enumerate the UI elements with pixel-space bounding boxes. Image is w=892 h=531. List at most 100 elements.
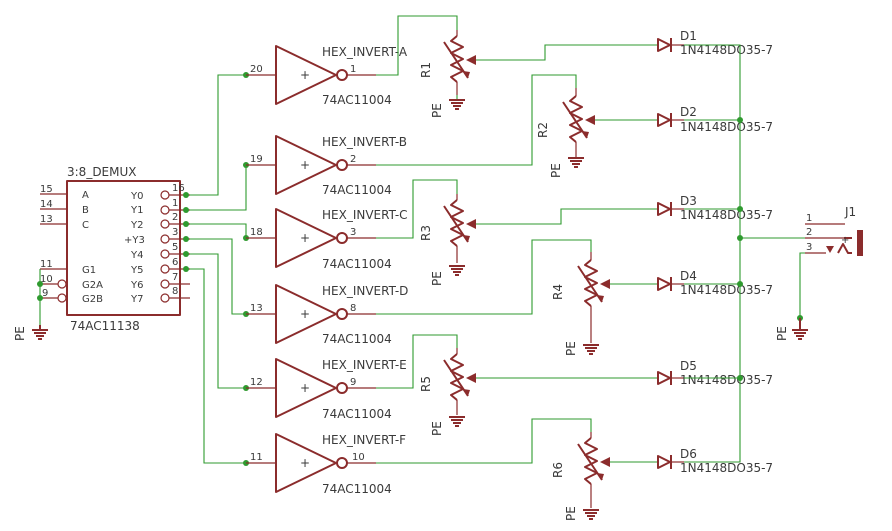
diode-d4: D4 1N4148DO35-7 <box>657 269 773 297</box>
diode-part: 1N4148DO35-7 <box>680 43 773 57</box>
ground-label: PE <box>775 326 789 341</box>
diode-name: D1 <box>680 29 697 43</box>
demux-pin: 13 <box>40 214 53 225</box>
demux-pin: 3 <box>172 227 178 238</box>
demux-output-label: Y7 <box>130 294 143 305</box>
diode-part: 1N4148DO35-7 <box>680 373 773 387</box>
demux-pin: 14 <box>40 199 53 210</box>
demux-output-label: Y6 <box>130 280 143 291</box>
inverter-d: 13 8 + HEX_INVERT-D 74AC11004 <box>246 284 408 346</box>
inverter-part: 74AC11004 <box>322 407 392 421</box>
inverter-name: HEX_INVERT-A <box>322 45 408 59</box>
demux-output-label: Y5 <box>130 265 143 276</box>
inverter-in-pin: 19 <box>250 154 263 165</box>
inverter-out-pin: 1 <box>350 64 356 75</box>
demux-pin: 1 <box>172 198 178 209</box>
jack-pin: 1 <box>806 213 812 224</box>
inverter-sign: + <box>300 158 310 172</box>
ground-label: PE <box>430 271 444 286</box>
resistor-label: R2 <box>536 122 550 138</box>
inverter-in-pin: 11 <box>250 452 263 463</box>
diode-d5: D5 1N4148DO35-7 <box>657 359 773 387</box>
output-bus <box>684 44 805 463</box>
inverter-out-pin: 3 <box>350 227 356 238</box>
inverter-out-pin: 10 <box>352 452 365 463</box>
inverter-part: 74AC11004 <box>322 93 392 107</box>
inverter-b: 19 2 + HEX_INVERT-B 74AC11004 <box>246 135 407 197</box>
demux-input-label: A <box>82 190 89 201</box>
inverter-e: 12 9 + HEX_INVERT-E 74AC11004 <box>246 358 407 421</box>
inverter-c: 18 3 + HEX_INVERT-C 74AC11004 <box>246 208 408 271</box>
diode-name: D5 <box>680 359 697 373</box>
ground-icon <box>32 325 48 340</box>
diode-d2: D2 1N4148DO35-7 <box>657 105 773 134</box>
potentiometer-r1: R1 PE <box>419 30 658 118</box>
jack-pin: 3 <box>806 242 812 253</box>
ground-label: PE <box>13 326 27 341</box>
diode-part: 1N4148DO35-7 <box>680 283 773 297</box>
jack-body <box>857 230 863 256</box>
inverter-name: HEX_INVERT-B <box>322 135 407 149</box>
inverter-a: 20 1 + HEX_INVERT-A 74AC11004 <box>246 45 408 107</box>
demux-input-label: C <box>82 220 89 231</box>
potentiometer-r2: R2 PE <box>536 88 658 178</box>
ground-icon <box>792 318 808 340</box>
inverter-out-pin: 8 <box>350 303 356 314</box>
inverter-part: 74AC11004 <box>322 257 392 271</box>
potentiometer-r4: R4 PE <box>551 252 658 356</box>
demux-pin: 7 <box>172 272 178 283</box>
demux-output-label: +Y3 <box>124 235 145 246</box>
inverter-sign: + <box>300 68 310 82</box>
demux-pin: 16 <box>172 183 185 194</box>
diode-d6: D6 1N4148DO35-7 <box>657 447 773 475</box>
ground-icon <box>449 416 465 427</box>
demux-input-label: G2A <box>82 280 103 291</box>
ground-icon <box>449 99 465 110</box>
inverter-in-pin: 18 <box>250 227 263 238</box>
wires-inverter-to-pots <box>376 15 592 464</box>
resistor-label: R1 <box>419 62 433 78</box>
ground-label: PE <box>564 506 578 521</box>
audio-jack-j1: J1 1 2 3 + PE <box>775 205 863 341</box>
demux-input-label: G1 <box>82 265 96 276</box>
ground-icon <box>583 344 599 355</box>
inverter-sign: + <box>300 456 310 470</box>
ground-label: PE <box>430 421 444 436</box>
resistor-label: R6 <box>551 462 565 478</box>
jack-sign: + <box>841 235 849 246</box>
inverter-in-pin: 20 <box>250 64 263 75</box>
inverter-sign: + <box>300 307 310 321</box>
inverter-in-pin: 13 <box>250 303 263 314</box>
resistor-label: R3 <box>419 225 433 241</box>
jack-pin: 2 <box>806 227 812 238</box>
diode-d1: D1 1N4148DO35-7 <box>657 29 773 57</box>
ground-label: PE <box>430 103 444 118</box>
wires-demux-to-inverters <box>183 72 249 466</box>
inverter-out-pin: 9 <box>350 377 356 388</box>
inverter-part: 74AC11004 <box>322 183 392 197</box>
diode-d3: D3 1N4148DO35-7 <box>657 194 773 222</box>
diode-part: 1N4148DO35-7 <box>680 208 773 222</box>
demux-pin: 2 <box>172 212 178 223</box>
demux-ic: 3:8_DEMUX 74AC11138 15 14 13 11 10 9 A B… <box>40 165 190 333</box>
demux-input-label: G2B <box>82 294 103 305</box>
ground-icon <box>568 157 584 168</box>
ground-icon <box>583 509 599 520</box>
demux-pin: 8 <box>172 286 178 297</box>
ground-icon <box>449 265 465 276</box>
demux-pin: 10 <box>40 274 53 285</box>
demux-body <box>66 180 181 316</box>
diode-name: D2 <box>680 105 697 119</box>
inverter-name: HEX_INVERT-C <box>322 208 408 222</box>
inverter-in-pin: 12 <box>250 377 263 388</box>
demux-title: 3:8_DEMUX <box>67 165 137 179</box>
diode-part: 1N4148DO35-7 <box>680 461 773 475</box>
diode-name: D6 <box>680 447 697 461</box>
demux-ground: PE <box>13 269 48 341</box>
inverter-name: HEX_INVERT-E <box>322 358 407 372</box>
inverter-sign: + <box>300 381 310 395</box>
inverter-name: HEX_INVERT-D <box>322 284 408 298</box>
demux-pin: 9 <box>42 288 48 299</box>
inverter-part: 74AC11004 <box>322 482 392 496</box>
